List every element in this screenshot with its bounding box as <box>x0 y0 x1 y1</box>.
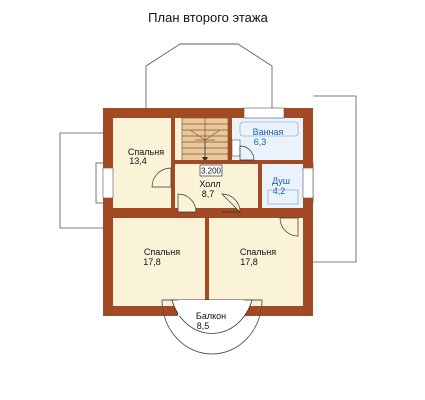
room-area-hall: 8,7 <box>202 189 215 199</box>
door-bathroom <box>239 145 255 161</box>
room-name-balcony: Балкон <box>196 311 226 321</box>
door-hall-bedroom3 <box>221 193 241 213</box>
window-bathroom-side <box>231 139 241 157</box>
door-hall-bedroom2 <box>177 193 197 213</box>
doors <box>151 145 299 237</box>
floor-bedroom-1 <box>113 118 171 208</box>
door-bedroom-1 <box>151 167 172 188</box>
shower-tray <box>267 189 299 205</box>
room-area-balcony: 8,5 <box>197 321 210 331</box>
door-shower <box>279 217 299 237</box>
room-area-bathroom: 6,3 <box>254 137 267 147</box>
roof-right-extension <box>313 95 357 263</box>
balcony <box>161 299 263 355</box>
window-right <box>302 167 314 199</box>
elevation-marker: 3.200 <box>199 164 223 177</box>
elevation-label: 3.200 <box>201 167 222 176</box>
interior-walls <box>113 118 303 306</box>
elevation-box <box>199 164 223 177</box>
wall-hall-shower <box>258 164 262 212</box>
plan-title: План второго этажа <box>148 10 268 25</box>
wall-bedroom1-hall <box>171 118 175 212</box>
room-area-bedroom-2: 17,8 <box>143 257 161 267</box>
balcony-outline <box>161 299 263 355</box>
roof-dormer-top <box>145 43 273 108</box>
wall-stairs-bath <box>228 118 232 164</box>
balcony-door-opening <box>178 300 244 316</box>
room-area-bedroom-1: 13,4 <box>129 156 147 166</box>
floor-bedroom-2 <box>113 218 205 306</box>
stair-arrow-head <box>202 157 208 162</box>
floor-shower <box>262 164 303 208</box>
room-name-hall: Холл <box>199 179 220 189</box>
bathroom-fixtures <box>239 121 299 205</box>
room-name-shower: Душ <box>272 176 290 186</box>
room-name-bathroom: Ванная <box>253 127 284 137</box>
bath-tub <box>239 121 299 137</box>
wall-hall-top <box>175 160 303 164</box>
windows <box>102 107 314 199</box>
wall-bedroom2-3 <box>205 218 209 306</box>
window-top <box>243 107 285 119</box>
wall-lower-divider <box>113 208 303 218</box>
room-name-bedroom-2: Спальня <box>144 247 180 257</box>
room-area-bedroom-3: 17,8 <box>240 257 258 267</box>
room-name-bedroom-3: Спальня <box>240 247 276 257</box>
staircase <box>181 117 229 163</box>
room-name-bedroom-1: Спальня <box>128 147 164 157</box>
room-area-shower: 4,2 <box>273 186 286 196</box>
room-labels: Спальня 13,4 Холл 8,7 Ванная 6,3 Душ 4,2… <box>128 127 290 331</box>
window-left <box>102 167 114 199</box>
roof-left-extension <box>59 132 103 229</box>
